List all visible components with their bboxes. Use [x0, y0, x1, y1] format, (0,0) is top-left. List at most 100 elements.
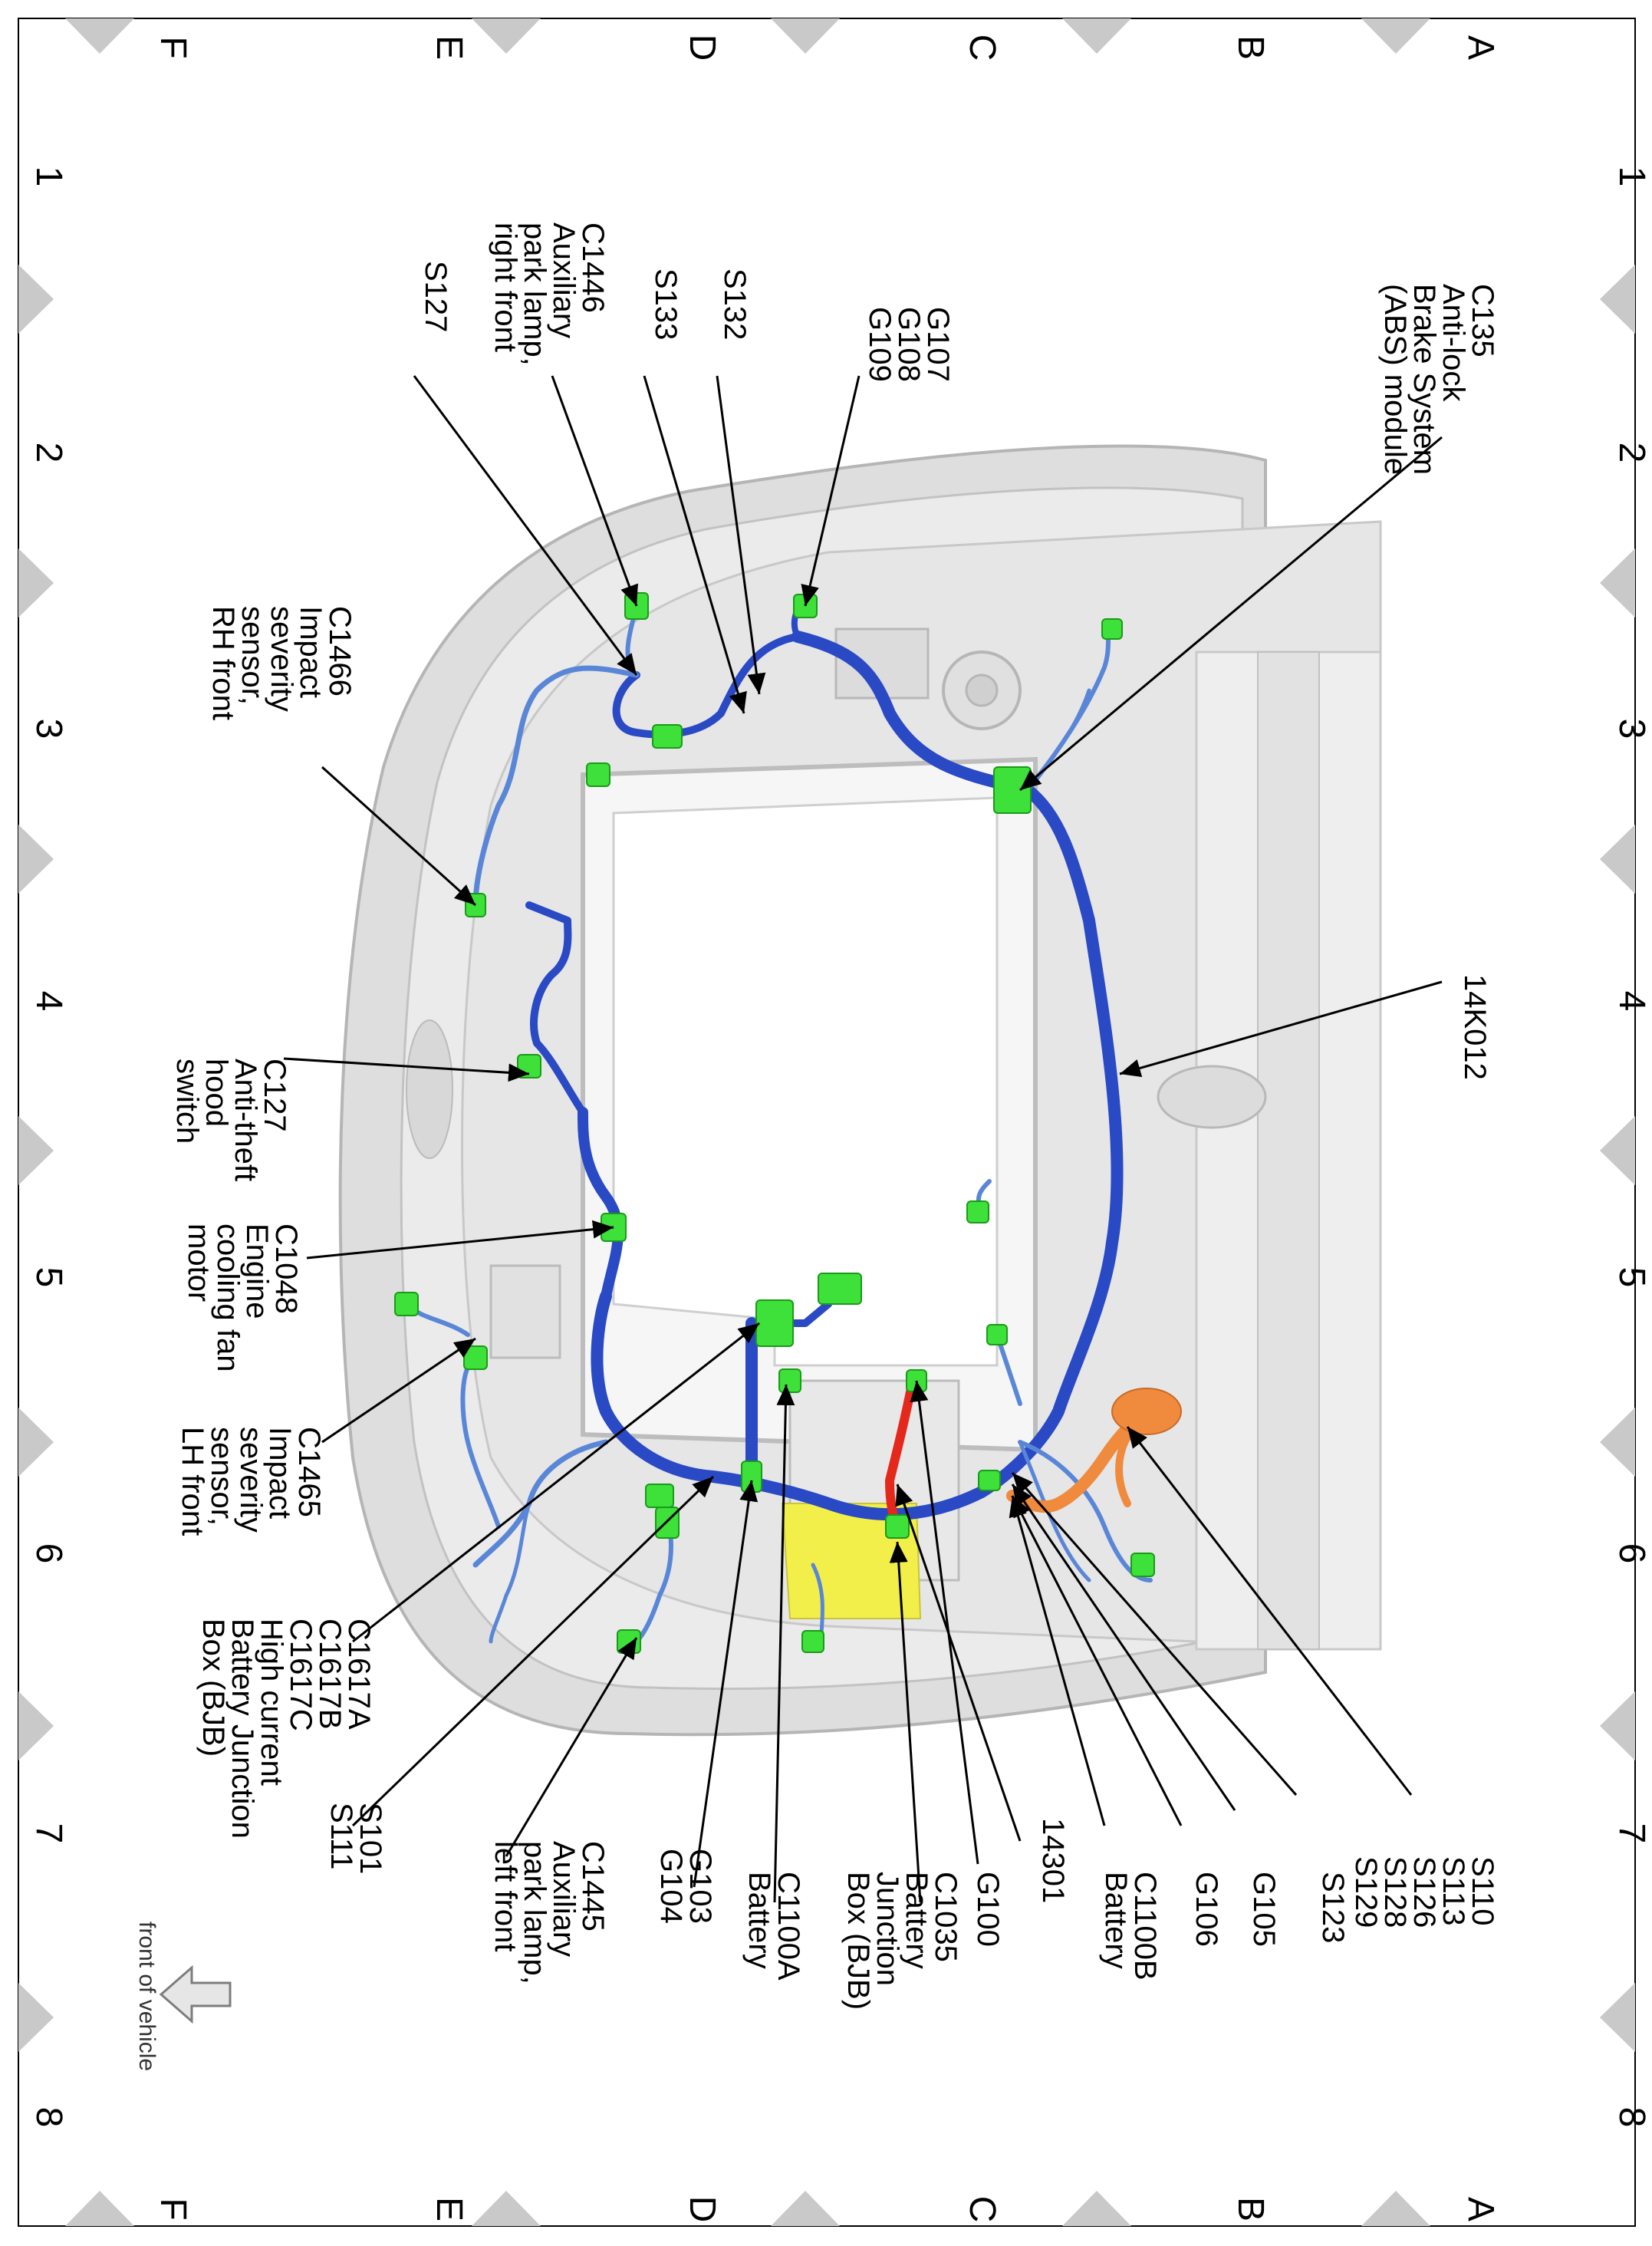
callout-line: switch: [170, 1059, 204, 1144]
callout-line: Anti-theft: [229, 1059, 262, 1181]
vehicle-front-body: [338, 444, 1382, 1737]
leader-line: [716, 375, 766, 695]
leader-line: [895, 1484, 1022, 1842]
connector-icon: [778, 1368, 801, 1393]
callout-line: G107: [921, 307, 955, 382]
callout-line: park lamp,: [518, 1841, 551, 1984]
callout-line: LH front: [176, 1427, 209, 1536]
leader-line: [1011, 1484, 1236, 1811]
column-label-right: 6: [1611, 1543, 1652, 1564]
callout-line: Box (BJB): [196, 1619, 230, 1757]
callout-line: Battery: [742, 1872, 776, 1969]
callout-line: C1617B: [313, 1619, 347, 1730]
front-of-vehicle-indicator: front of vehicle: [134, 1922, 232, 2071]
connector-icon: [652, 724, 683, 749]
callout-line: S133: [649, 268, 683, 340]
callout-line: RH front: [206, 606, 240, 720]
callout-line: C1465: [292, 1427, 326, 1517]
frame-triangle-right: [1600, 265, 1635, 334]
callout-line: S128: [1378, 1856, 1412, 1928]
frame-triangle-left: [18, 825, 54, 894]
callout-line: S132: [718, 268, 752, 340]
column-label-left: 3: [28, 719, 69, 739]
frame-triangle-top: [65, 18, 134, 54]
frame-triangle-bottom: [1361, 2191, 1430, 2226]
callout-line: Auxiliary: [547, 1841, 581, 1957]
callout-line: right front: [489, 222, 522, 352]
leader-line: [1126, 1426, 1413, 1796]
callout-line: severity: [234, 1427, 268, 1533]
column-label-right: 5: [1611, 1267, 1652, 1288]
frame-triangle-left: [18, 1691, 54, 1760]
callout-h14301: 14301: [1036, 1818, 1070, 1903]
column-label-left: 1: [28, 166, 69, 187]
connector-icon: [986, 1324, 1008, 1345]
column-label-left: 4: [28, 991, 69, 1012]
callout-line: severity: [265, 606, 298, 712]
callout-line: C127: [258, 1059, 291, 1132]
leader-line: [413, 375, 638, 676]
callout-line: park lamp,: [518, 222, 551, 366]
callout-line: C1100B: [1128, 1872, 1162, 1981]
row-label-bottom: B: [1230, 2197, 1271, 2221]
leader-line: [693, 1480, 759, 1888]
leader-line: [1119, 980, 1443, 1078]
column-label-left: 7: [28, 1823, 69, 1844]
leader-line: [505, 1637, 638, 1857]
callout-line: S126: [1407, 1856, 1441, 1928]
frame-triangle-top: [1361, 18, 1430, 54]
frame-triangle-bottom: [472, 2191, 541, 2226]
callout-line: G100: [971, 1872, 1005, 1947]
connector-icon: [1130, 1553, 1155, 1577]
callout-g105: G105: [1247, 1872, 1281, 1947]
connector-icon: [645, 1484, 674, 1508]
callout-g106: G106: [1190, 1872, 1223, 1947]
leader-line: [889, 1541, 922, 1903]
callout-s127: S127: [419, 261, 452, 332]
leader-line: [551, 375, 638, 607]
leader-line: [1011, 1472, 1298, 1796]
frame-triangle-right: [1600, 1691, 1635, 1760]
front-arrow-icon: [159, 1964, 232, 2024]
frame-triangle-left: [18, 265, 54, 334]
callout-line: left front: [489, 1841, 522, 1952]
frame-triangle-left: [18, 1983, 54, 2052]
column-label-left: 5: [28, 1267, 69, 1288]
callout-s132: S132: [718, 268, 752, 340]
frame-triangle-right: [1600, 1116, 1635, 1185]
frame-triangle-bottom: [771, 2191, 840, 2226]
callout-g100: G100: [971, 1872, 1005, 1947]
callout-line: G109: [863, 307, 897, 382]
callout-line: Battery Junction: [225, 1619, 259, 1839]
callout-line: (ABS) module: [1378, 284, 1412, 475]
row-label-top: D: [682, 35, 722, 61]
column-label-right: 1: [1611, 166, 1652, 187]
row-label-top: E: [429, 35, 469, 60]
row-label-top: A: [1460, 35, 1501, 60]
column-label-left: 2: [28, 443, 69, 463]
frame-triangle-right: [1600, 1408, 1635, 1477]
callout-line: S110: [1466, 1856, 1499, 1925]
column-label-right: 4: [1611, 991, 1652, 1012]
callout-line: Junction: [870, 1872, 904, 1986]
row-label-bottom: F: [153, 2198, 193, 2220]
callout-line: C1445: [576, 1841, 610, 1931]
frame-triangle-right: [1600, 1983, 1635, 2052]
frame-triangle-top: [1062, 18, 1131, 54]
frame-triangle-top: [472, 18, 541, 54]
column-label-right: 7: [1611, 1823, 1652, 1844]
callout-line: motor: [182, 1223, 216, 1302]
leader-line: [321, 766, 477, 907]
leader-line: [321, 1337, 476, 1444]
callout-line: S123: [1316, 1872, 1350, 1943]
callout-line: High current: [255, 1619, 288, 1786]
